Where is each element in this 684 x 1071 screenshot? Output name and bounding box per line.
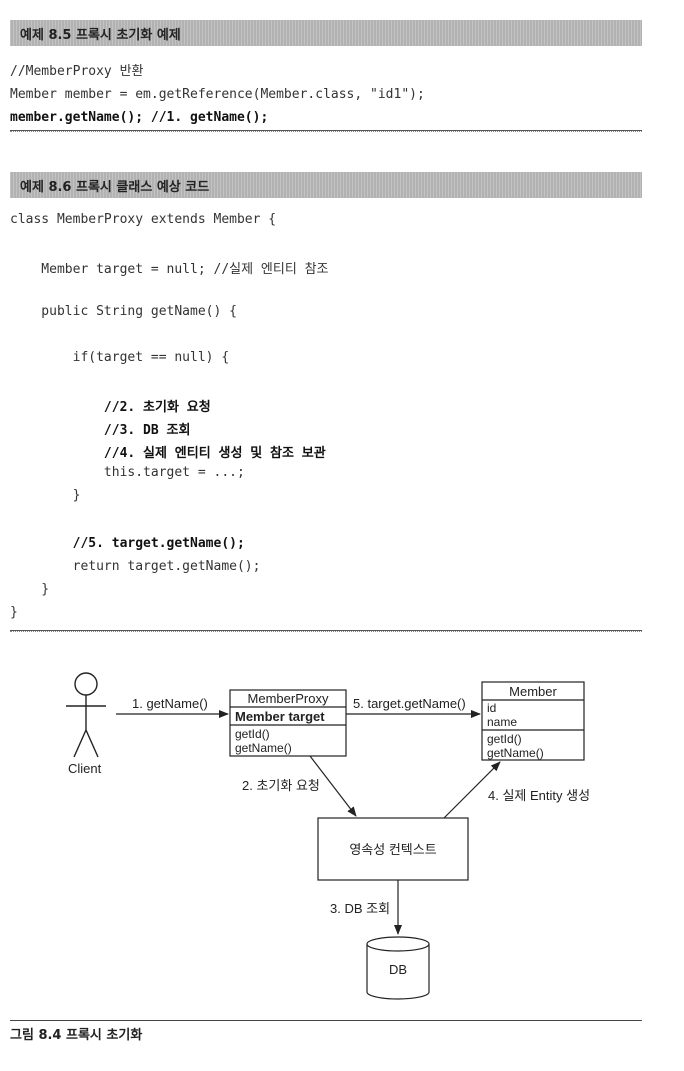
example-8-5-title: 예제 8.5 프록시 초기화 예제: [20, 27, 181, 43]
code-line: //3. DB 조회: [10, 423, 191, 438]
proxy-class-name: MemberProxy: [248, 691, 329, 706]
example-8-6-header: 예제 8.6 프록시 클래스 예상 코드: [10, 172, 642, 198]
code-line: if(target == null) {: [10, 350, 230, 365]
database-icon: [366, 936, 430, 1000]
example-8-6-title: 예제 8.6 프록시 클래스 예상 코드: [20, 179, 210, 195]
code-line: this.target = ...;: [10, 465, 245, 480]
member-proxy-class-box: [229, 689, 347, 757]
section-divider: [10, 130, 642, 132]
code-line: Member target = null; //실제 엔티티 참조: [10, 262, 329, 277]
arrow-create-entity: [443, 761, 501, 819]
code-line: //4. 실제 엔티티 생성 및 참조 보관: [10, 446, 326, 461]
code-line: member.getName(); //1. getName();: [10, 110, 269, 125]
proxy-method: getName(): [235, 741, 292, 755]
persistence-context-label: 영속성 컨텍스트: [349, 842, 436, 857]
arrow-3-label: 3. DB 조회: [330, 901, 390, 916]
arrow-2-label: 2. 초기화 요청: [242, 778, 320, 793]
db-label: DB: [389, 962, 407, 977]
member-field: name: [487, 715, 517, 729]
code-line: Member member = em.getReference(Member.c…: [10, 87, 425, 102]
code-line: //MemberProxy 반환: [10, 64, 144, 79]
code-line: return target.getName();: [10, 559, 261, 574]
member-class-name: Member: [509, 684, 557, 699]
caption-divider: [10, 1020, 642, 1021]
member-method: getId(): [487, 732, 522, 746]
persistence-context-box: [317, 817, 469, 881]
code-line: public String getName() {: [10, 304, 237, 319]
code-line: class MemberProxy extends Member {: [10, 212, 277, 227]
arrow-1-label: 1. getName(): [132, 696, 208, 711]
arrow-5-label: 5. target.getName(): [353, 696, 466, 711]
member-field: id: [487, 701, 496, 715]
code-line: }: [10, 488, 81, 503]
code-line: //2. 초기화 요청: [10, 400, 211, 415]
example-8-5-code: //MemberProxy 반환 Member member = em.getR…: [10, 60, 425, 129]
arrow-4-label: 4. 실제 Entity 생성: [488, 788, 590, 803]
arrow-init-request: [309, 755, 357, 817]
code-line: //5. target.getName();: [10, 536, 245, 551]
example-8-5-header: 예제 8.5 프록시 초기화 예제: [10, 20, 642, 46]
code-line: }: [10, 582, 50, 597]
proxy-method: getId(): [235, 727, 270, 741]
figure-caption: 그림 8.4 프록시 초기화: [10, 1028, 143, 1043]
client-actor-icon: [66, 672, 106, 758]
client-label: Client: [68, 761, 102, 776]
code-line: }: [10, 605, 18, 620]
section-divider: [10, 630, 642, 632]
member-class-box: [481, 681, 585, 761]
proxy-field: Member target: [235, 709, 325, 724]
member-method: getName(): [487, 746, 544, 760]
